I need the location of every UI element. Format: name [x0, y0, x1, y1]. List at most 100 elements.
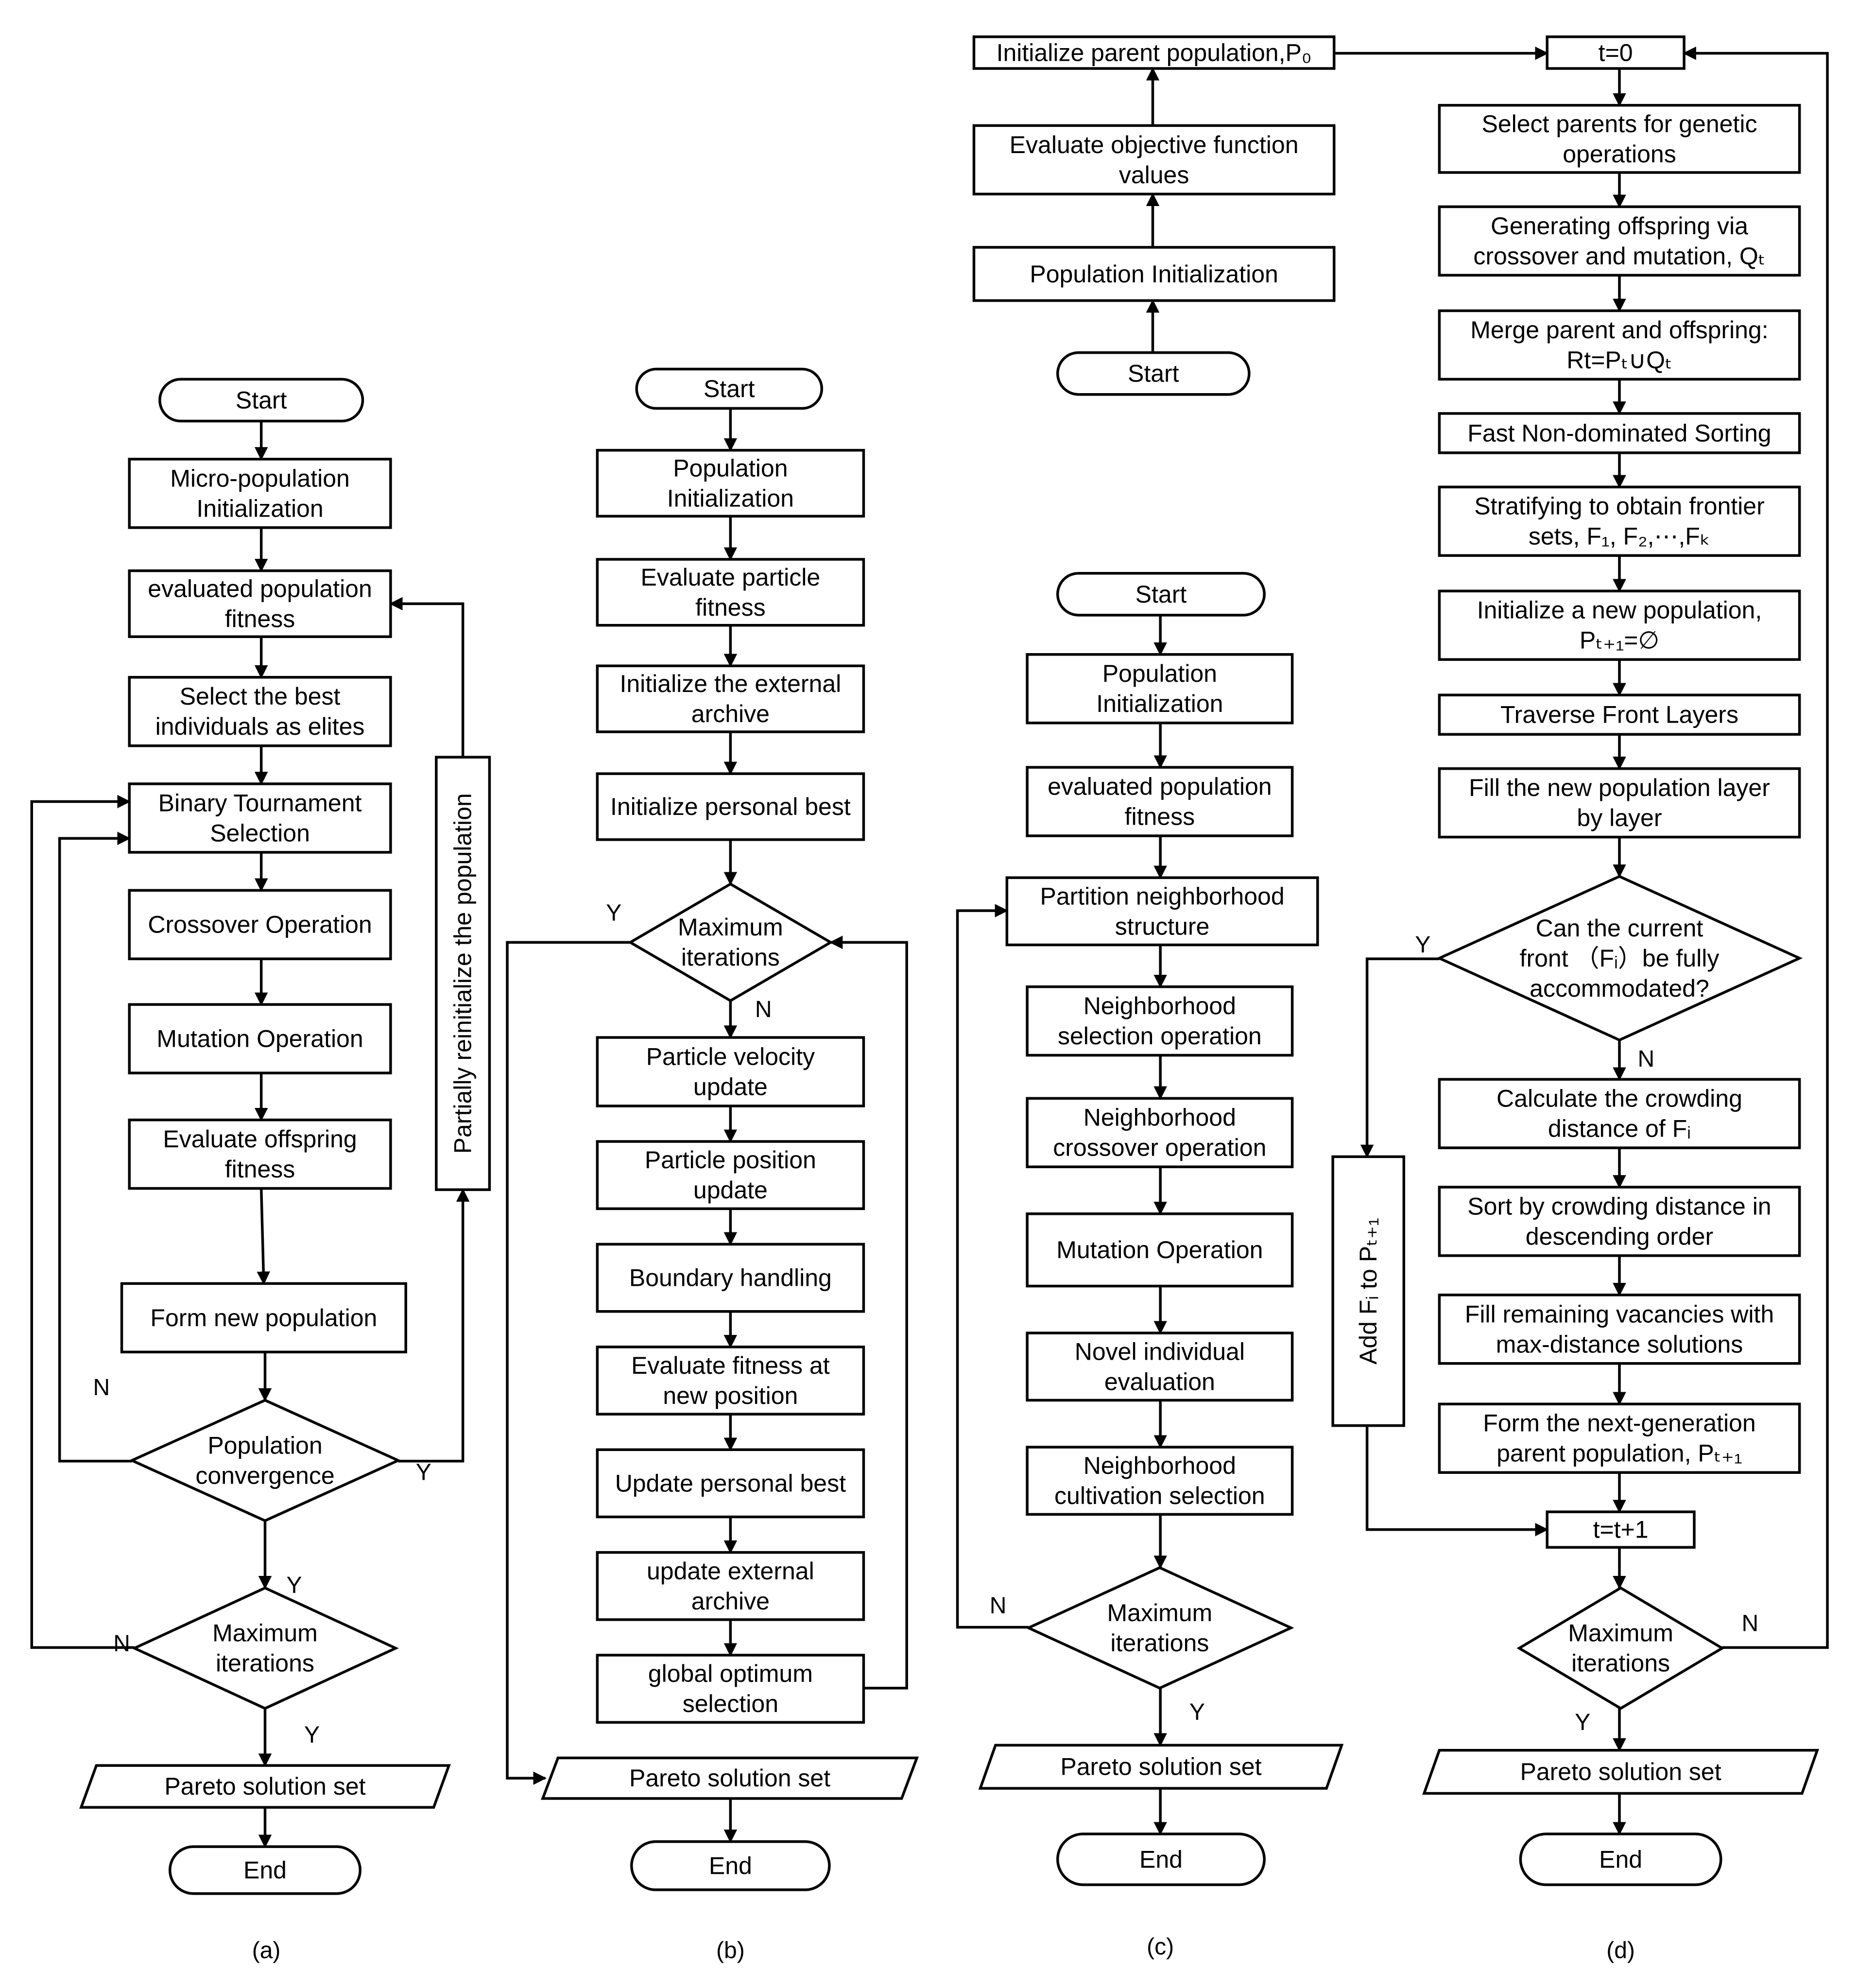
d-pareto-shape: [1422, 1749, 1820, 1795]
connector-arrow: [257, 1188, 270, 1285]
b-end-shape: [630, 1840, 831, 1891]
b-end: End: [630, 1840, 831, 1891]
c-top-start: Start: [1056, 351, 1251, 396]
c-pareto-shape: [978, 1744, 1344, 1790]
node-label: Initialize a new population,: [1477, 597, 1762, 624]
node-label: Form the next-generation: [1483, 1410, 1755, 1437]
c-end-shape: [1056, 1832, 1266, 1886]
node-label: cultivation selection: [1054, 1482, 1265, 1509]
node-label: Start: [236, 386, 287, 414]
connectors: [30, 46, 1829, 1848]
node-label: Fill remaining vacancies with: [1465, 1300, 1774, 1328]
node-label: Fill the new population layer: [1469, 774, 1770, 801]
node-label: Partially reinitialize the population: [449, 793, 477, 1154]
b-update-pbest-shape: [596, 1448, 865, 1519]
b-pareto: Pareto solution set: [541, 1756, 919, 1800]
node-label: distance of Fᵢ: [1548, 1115, 1691, 1142]
a-form-pop: Form new population: [120, 1282, 407, 1354]
node-label: Maximum: [1107, 1599, 1213, 1626]
node-label: Maximum: [212, 1620, 318, 1647]
node-label: by layer: [1577, 804, 1662, 831]
a-reinit-shape: [435, 756, 491, 1191]
node-label: Pₜ₊₁=∅: [1580, 627, 1659, 654]
c-start: Start: [1056, 571, 1266, 617]
node-label: Fast Non-dominated Sorting: [1467, 419, 1771, 447]
a-start: Start: [158, 378, 364, 423]
edge-label: N: [1741, 1610, 1758, 1636]
node-label: iterations: [681, 944, 780, 971]
node-label: archive: [691, 700, 770, 727]
d-fill-remaining-shape: [1438, 1294, 1801, 1365]
node-label: Calculate the crowding: [1497, 1085, 1742, 1112]
b-eval-new-shape: [596, 1346, 865, 1416]
d-end-shape: [1519, 1832, 1722, 1886]
node-label: Population Initialization: [1030, 260, 1278, 288]
c-partition-shape: [1005, 876, 1319, 947]
nodes: StartMicro-populationInitializationevalu…: [79, 35, 1820, 1895]
d-fill-remaining: Fill remaining vacancies withmax-distanc…: [1438, 1294, 1801, 1365]
node-label: evaluated population: [1048, 773, 1272, 800]
c-novel-eval-shape: [1026, 1331, 1294, 1402]
panel-captions: (a)(b)(c)(d): [252, 1934, 1635, 1964]
node-label: new position: [663, 1382, 798, 1409]
node-label: Traverse Front Layers: [1500, 701, 1738, 728]
c-top-eval-obj-shape: [972, 124, 1336, 196]
node-label: Generating offspring via: [1491, 212, 1748, 240]
b-velocity-shape: [596, 1036, 865, 1107]
edge-label: Y: [287, 1573, 302, 1598]
d-t0-shape: [1546, 35, 1686, 70]
a-max-iter-shape: [131, 1586, 399, 1710]
c-start-shape: [1056, 571, 1266, 617]
node-label: Pareto solution set: [1520, 1758, 1721, 1785]
b-eval-particle-shape: [596, 558, 865, 627]
edge-label: N: [93, 1375, 110, 1400]
node-label: Neighborhood: [1084, 1452, 1236, 1479]
connector-arrow: [58, 831, 132, 1463]
b-init-archive-shape: [596, 664, 865, 733]
node-label: Selection: [210, 819, 310, 847]
d-merge: Merge parent and offspring:Rt=Pₜ∪Qₜ: [1438, 309, 1801, 381]
node-label: convergence: [195, 1462, 334, 1489]
panel-caption: (c): [1147, 1934, 1174, 1960]
node-label: End: [1139, 1846, 1183, 1873]
c-mutation: Mutation Operation: [1026, 1212, 1294, 1288]
b-boundary-shape: [596, 1243, 865, 1313]
c-top-init-parent: Initialize parent population,P₀: [972, 35, 1336, 70]
c-nb-cross-shape: [1026, 1097, 1294, 1168]
d-form-next-shape: [1438, 1402, 1801, 1474]
node-label: Population: [1102, 660, 1217, 687]
d-add-fi: Add Fᵢ to Pₜ₊₁: [1331, 1155, 1406, 1427]
node-label: update: [693, 1073, 768, 1100]
panel-caption: (b): [716, 1938, 745, 1964]
connector-arrow: [398, 1188, 470, 1463]
node-label: Particle velocity: [646, 1043, 815, 1070]
b-update-pbest: Update personal best: [596, 1448, 865, 1519]
node-label: descending order: [1526, 1223, 1713, 1250]
a-tournament-shape: [128, 782, 392, 854]
node-label: Mutation Operation: [156, 1025, 363, 1053]
node-label: Novel individual: [1075, 1338, 1245, 1365]
node-label: Evaluate particle: [641, 564, 821, 591]
d-fast-sort: Fast Non-dominated Sorting: [1438, 412, 1801, 454]
node-label: Population: [673, 454, 788, 482]
b-pop-init-shape: [596, 449, 865, 518]
d-fill-layer: Fill the new population layer by layer: [1438, 767, 1801, 839]
node-label: Initialize parent population,P₀: [997, 39, 1312, 66]
node-label: Initialize the external: [619, 670, 841, 697]
